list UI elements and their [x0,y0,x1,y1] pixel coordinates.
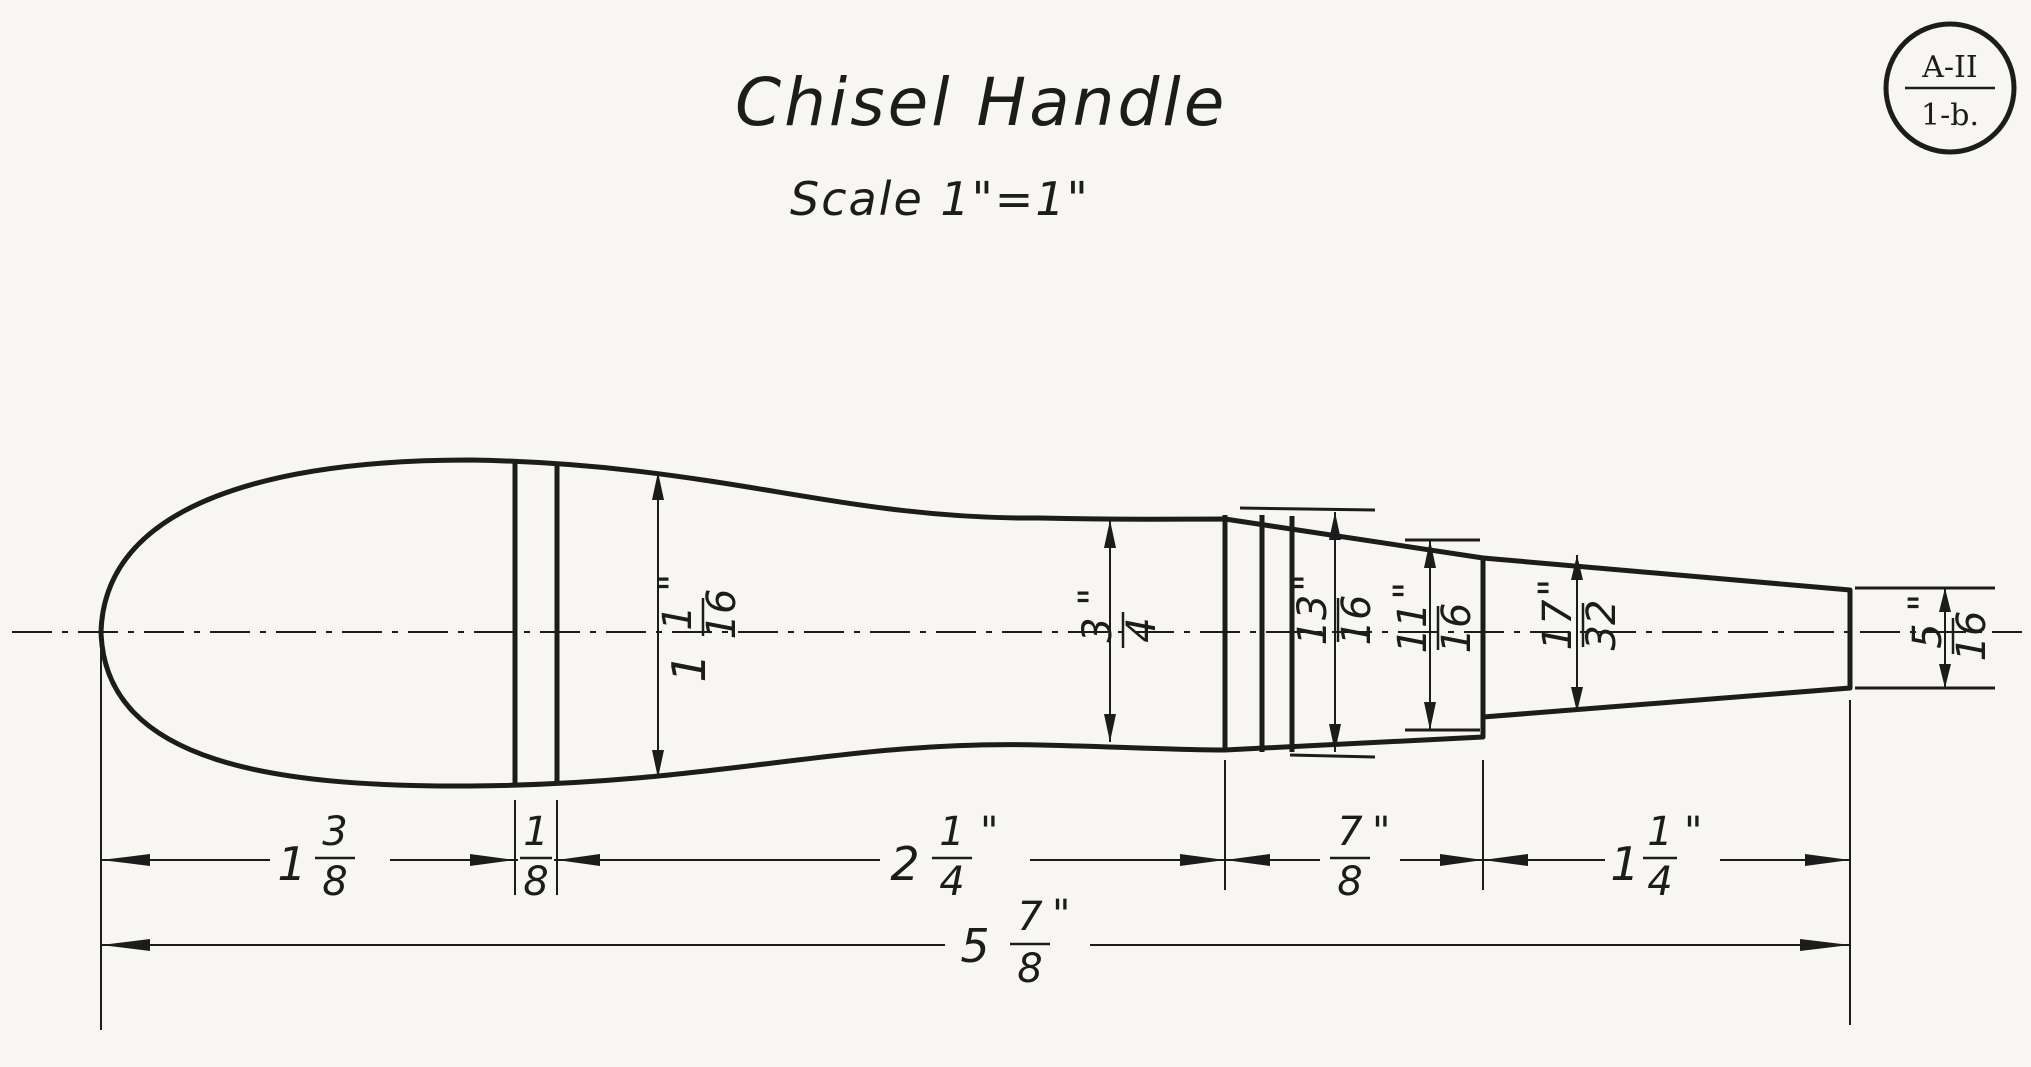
sheet-reference-badge: A-II 1-b. [1883,21,2017,155]
dim-diameter-neck-label: 3 4 " [1071,588,1165,648]
dim-length-label-masks [270,815,1720,1010]
dim-numerator: 1 [523,809,548,855]
dim-unit: " [1386,582,1432,600]
dim-diameter-tenon-end-label: 5 16 " [1901,594,1995,662]
dim-length-bulb-label: 1 3 8 [277,809,355,905]
dim-unit: " [1052,892,1070,938]
dim-denominator: 16 [1949,611,1995,662]
dim-length-band-label: 1 8 [520,809,552,905]
dim-numerator: 3 [322,809,347,855]
dim-denominator: 16 [1434,603,1480,654]
dim-whole: 1 [277,837,306,891]
dim-diameter-tenon-start [1571,555,1583,712]
dim-numerator: 3 [1075,617,1121,642]
dim-denominator: 4 [1119,617,1165,642]
dim-denominator: 8 [1017,946,1042,992]
dim-diameter-ferrule-inner-label: 11 16 " [1386,582,1480,654]
dim-unit: " [1684,809,1702,855]
dim-unit: " [1531,579,1577,597]
dim-unit: " [1372,809,1390,855]
dim-numerator: 7 [1017,894,1043,940]
dim-numerator: 13 [1290,595,1336,646]
dim-diameter-ferrule-inner [1405,538,1480,732]
dim-denominator: 4 [939,859,964,905]
badge-sheet-number: 1-b. [1921,98,1979,133]
handle-outline [98,457,1486,789]
drawing-title: Chisel Handle [735,64,1227,141]
dim-unit: " [651,574,697,592]
dim-length-tenon-label: 1 1 4 " [1610,809,1702,905]
extension-lines [100,650,1851,1030]
dim-numerator: 11 [1390,603,1436,654]
dim-whole: 2 [890,837,919,891]
ferrule-ext-top [1239,506,1376,512]
dim-numerator: 17 [1535,599,1581,650]
dim-denominator: 32 [1579,600,1625,651]
dim-unit: " [1286,574,1332,592]
dim-length-total-label: 5 7 8 " [960,892,1070,992]
dim-whole: 1 [1610,837,1639,891]
dim-diameter-ferrule-outer [1329,512,1341,752]
dim-denominator: 4 [1647,859,1672,905]
dim-diameter-tenon-start-label: 17 32 " [1531,579,1625,651]
dim-diameter-bulb [652,472,664,778]
dim-numerator: 1 [655,605,701,630]
tenon-outline [1482,555,1853,720]
dim-whole: 5 [960,919,989,973]
badge-sheet-code: A-II [1921,50,1978,85]
dim-diameter-ferrule-outer-label: 13 16 " [1286,574,1380,646]
dim-length-ferrule-label: 7 8 " [1330,809,1390,905]
dim-denominator: 8 [1337,859,1362,905]
dim-length-body-label: 2 1 4 " [890,809,998,905]
dim-unit: " [980,809,998,855]
dim-whole: 1 [662,653,716,682]
dim-diameter-bulb-label: 1 1 16 " [651,574,745,683]
dim-diameter-tenon-end [1855,586,1995,690]
dim-numerator: 5 [1905,623,1951,648]
dim-denominator: 8 [523,859,548,905]
dim-denominator: 16 [1334,595,1380,646]
drawing-scale: Scale 1"=1" [790,172,1090,226]
dim-numerator: 1 [939,809,964,855]
dim-numerator: 1 [1647,809,1672,855]
dim-numerator: 7 [1337,809,1363,855]
dim-denominator: 16 [699,589,745,640]
dim-diameter-neck [1104,520,1116,742]
dim-length-total [101,939,1850,951]
ferrule-ext-bottom [1289,753,1376,759]
dim-unit: " [1901,594,1947,612]
dim-unit: " [1071,588,1117,606]
dim-denominator: 8 [322,859,347,905]
